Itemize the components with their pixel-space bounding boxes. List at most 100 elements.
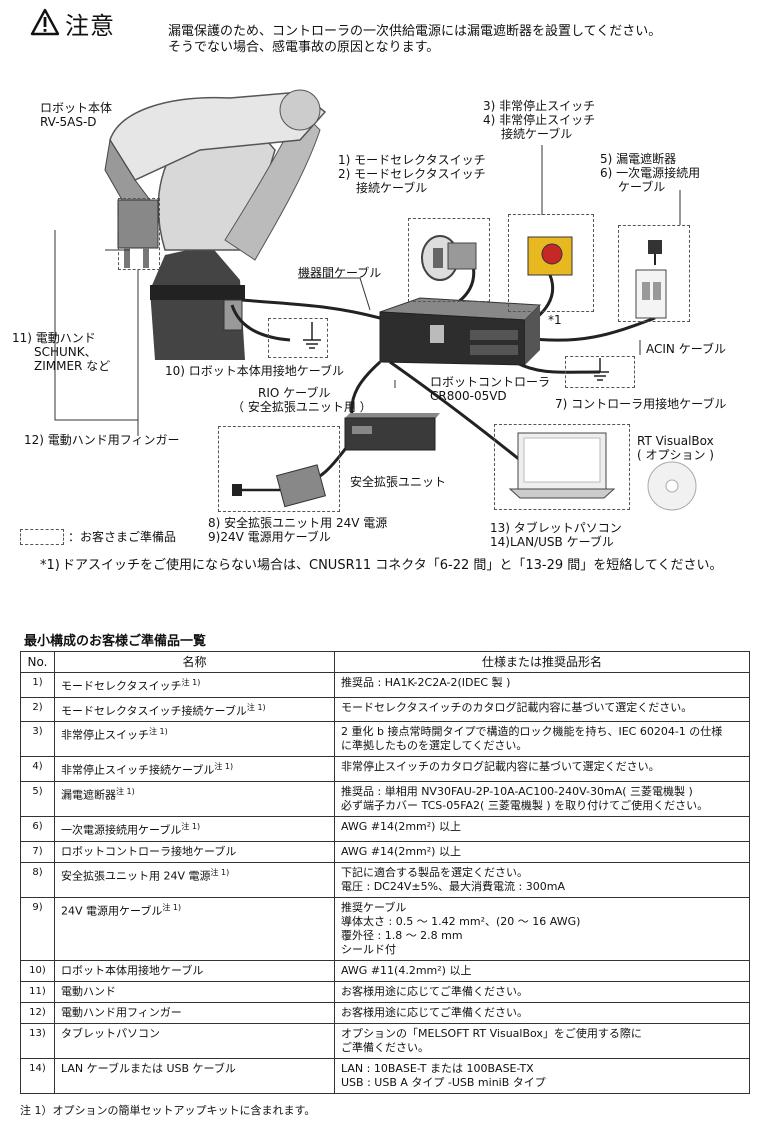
- table-row: 1)モードセレクタスイッチ注 1)推奨品 : HA1K-2C2A-2(IDEC …: [20, 672, 750, 698]
- label-line: 8) 安全拡張ユニット用 24V 電源: [208, 516, 388, 530]
- label-line: （ 安全拡張ユニット用 ）: [232, 400, 372, 414]
- label-line: SCHUNK、: [34, 345, 97, 359]
- cell-spec: 2 重化 b 接点常時開タイプで構造的ロック機能を持ち、IEC 60204-1 …: [334, 721, 750, 758]
- cell-spec: 推奨ケーブル導体太さ : 0.5 ～ 1.42 mm²、(20 ～ 16 AWG…: [334, 896, 750, 961]
- cell-no: 12): [20, 1001, 55, 1024]
- tablet-pc-illustration: [508, 432, 616, 499]
- cell-name-text: 電動ハンド: [61, 984, 116, 998]
- spec-line: シールド付: [341, 942, 396, 956]
- table-footnote: 注 1）オプションの簡単セットアップキットに含まれます。: [20, 1104, 316, 1117]
- label-hand-finger: 12) 電動ハンド用フィンガー: [24, 433, 180, 447]
- robot-arm-illustration: [104, 89, 327, 360]
- dashed-box-controller-ground: [565, 356, 635, 388]
- dashed-box-robot-hand: [118, 198, 160, 270]
- cell-name: ロボット本体用接地ケーブル: [54, 959, 335, 982]
- cell-name: 非常停止スイッチ注 1): [54, 721, 335, 758]
- cell-no: 2): [20, 696, 55, 723]
- ground-symbols: [303, 322, 609, 381]
- spec-line: ご準備ください。: [341, 1040, 429, 1054]
- cell-spec: 非常停止スイッチのカタログ記載内容に基づいて選定ください。: [334, 756, 750, 782]
- cell-no: 4): [20, 756, 55, 782]
- label-electric-hand: 11) 電動ハンド SCHUNK、 ZIMMER など: [12, 331, 110, 373]
- spec-line: モードセレクタスイッチのカタログ記載内容に基づいて選定ください。: [341, 700, 693, 714]
- robot-controller-illustration: [379, 297, 542, 366]
- note-ref: 注 1): [181, 821, 201, 831]
- spec-line: 必ず端子カバー TCS-05FA2( 三菱電機製 ) を取り付けてご使用ください…: [341, 798, 709, 812]
- label-line: 1) モードセレクタスイッチ: [338, 153, 486, 167]
- cell-name-text: モードセレクタスイッチ接続ケーブル: [61, 704, 247, 718]
- spec-line: お客様用途に応じてご準備ください。: [341, 984, 528, 998]
- cell-spec: 推奨品 : 単相用 NV30FAU-2P-10A-AC100-240V-30mA…: [334, 780, 750, 817]
- cell-name: 漏電遮断器注 1): [54, 780, 335, 817]
- label-robot-body: ロボット本体 RV-5AS-D: [40, 101, 112, 129]
- cell-no: 1): [20, 672, 55, 698]
- spec-line: 非常停止スイッチのカタログ記載内容に基づいて選定ください。: [341, 760, 660, 774]
- table-row: 6)一次電源接続用ケーブル注 1)AWG #14(2mm²) 以上: [20, 815, 750, 842]
- note-ref: 注 1): [246, 702, 266, 712]
- label-emergency-stop: 3) 非常停止スイッチ 4) 非常停止スイッチ 接続ケーブル: [483, 99, 595, 141]
- cell-spec: AWG #11(4.2mm²) 以上: [334, 959, 750, 982]
- spec-line: 覆外径 : 1.8 ～ 2.8 mm: [341, 928, 463, 942]
- cell-name-text: 一次電源接続用ケーブル: [61, 823, 182, 837]
- label-line: RIO ケーブル: [258, 386, 331, 400]
- label-tablet: 13) タブレットパソコン 14)LAN/USB ケーブル: [490, 521, 622, 549]
- cell-no: 6): [20, 815, 55, 842]
- dashed-box-robot-ground: [268, 318, 328, 358]
- legend-text: ：お客さまご準備品: [68, 530, 177, 544]
- table-title: 最小構成のお客様ご準備品一覧: [24, 634, 207, 649]
- cell-name-text: 漏電遮断器: [61, 788, 116, 802]
- label-star1: *1: [548, 313, 562, 327]
- label-line: 11) 電動ハンド: [12, 331, 96, 345]
- cell-no: 9): [20, 896, 55, 961]
- cell-name-text: 電動ハンド用フィンガー: [61, 1005, 182, 1019]
- table-row: 11)電動ハンドお客様用途に応じてご準備ください。: [20, 980, 750, 1003]
- cell-name: 一次電源接続用ケーブル注 1): [54, 815, 335, 842]
- cell-name: タブレットパソコン: [54, 1022, 335, 1059]
- spec-line: 導体太さ : 0.5 ～ 1.42 mm²、(20 ～ 16 AWG): [341, 914, 581, 928]
- cell-name: モードセレクタスイッチ接続ケーブル注 1): [54, 696, 335, 723]
- header-no: No.: [20, 651, 55, 673]
- label-line: 接続ケーブル: [501, 127, 573, 141]
- dashed-box-tablet: [494, 424, 630, 510]
- label-line: CR800-05VD: [430, 389, 507, 403]
- table-row: 2)モードセレクタスイッチ接続ケーブル注 1)モードセレクタスイッチのカタログ記…: [20, 696, 750, 723]
- cell-name: LAN ケーブルまたは USB ケーブル: [54, 1057, 335, 1094]
- table-row: 13)タブレットパソコンオプションの「MELSOFT RT VisualBox」…: [20, 1022, 750, 1059]
- cell-no: 13): [20, 1022, 55, 1059]
- spec-line: お客様用途に応じてご準備ください。: [341, 1005, 528, 1019]
- breaker-illustration: [635, 240, 667, 319]
- label-line: 13) タブレットパソコン: [490, 521, 622, 535]
- label-rt-visualbox: RT VisualBox ( オプション ): [637, 434, 714, 462]
- cell-spec: AWG #14(2mm²) 以上: [334, 815, 750, 842]
- spec-line: 推奨ケーブル: [341, 900, 407, 914]
- label-line: 5) 漏電遮断器: [600, 152, 677, 166]
- spec-line: AWG #14(2mm²) 以上: [341, 844, 461, 858]
- cell-name-text: ロボットコントローラ接地ケーブル: [61, 844, 237, 858]
- mode-selector-switch-illustration: [421, 235, 477, 281]
- cell-spec: お客様用途に応じてご準備ください。: [334, 980, 750, 1003]
- warning-triangle-icon: [30, 8, 60, 36]
- label-line: ロボット本体: [40, 101, 113, 115]
- warning-text: 漏電保護のため、コントローラの一次供給電源には漏電遮断器を設置してください。 そ…: [168, 24, 661, 56]
- cell-no: 3): [20, 721, 55, 758]
- spec-line: AWG #14(2mm²) 以上: [341, 819, 461, 833]
- warning-title: 注意: [65, 12, 115, 40]
- header-spec: 仕様または推奨品形名: [334, 651, 750, 673]
- cell-no: 5): [20, 780, 55, 817]
- customer-parts-table: No. 名称 仕様または推奨品形名 1)モードセレクタスイッチ注 1)推奨品 :…: [20, 651, 750, 1094]
- table-row: 9)24V 電源用ケーブル注 1)推奨ケーブル導体太さ : 0.5 ～ 1.42…: [20, 896, 750, 961]
- power-supply-24v-illustration: [232, 464, 327, 508]
- system-configuration-diagram: [54, 89, 697, 511]
- table-header-row: No. 名称 仕様または推奨品形名: [20, 651, 750, 673]
- table-row: 4)非常停止スイッチ接続ケーブル注 1)非常停止スイッチのカタログ記載内容に基づ…: [20, 756, 750, 782]
- label-line: 2) モードセレクタスイッチ: [338, 167, 486, 181]
- dashed-box-emergency-stop: [508, 214, 594, 312]
- table-body: 1)モードセレクタスイッチ注 1)推奨品 : HA1K-2C2A-2(IDEC …: [20, 672, 750, 1094]
- label-line: 14)LAN/USB ケーブル: [490, 535, 614, 549]
- table-row: 3)非常停止スイッチ注 1)2 重化 b 接点常時開タイプで構造的ロック機能を持…: [20, 721, 750, 758]
- cell-no: 10): [20, 959, 55, 982]
- cell-no: 14): [20, 1057, 55, 1094]
